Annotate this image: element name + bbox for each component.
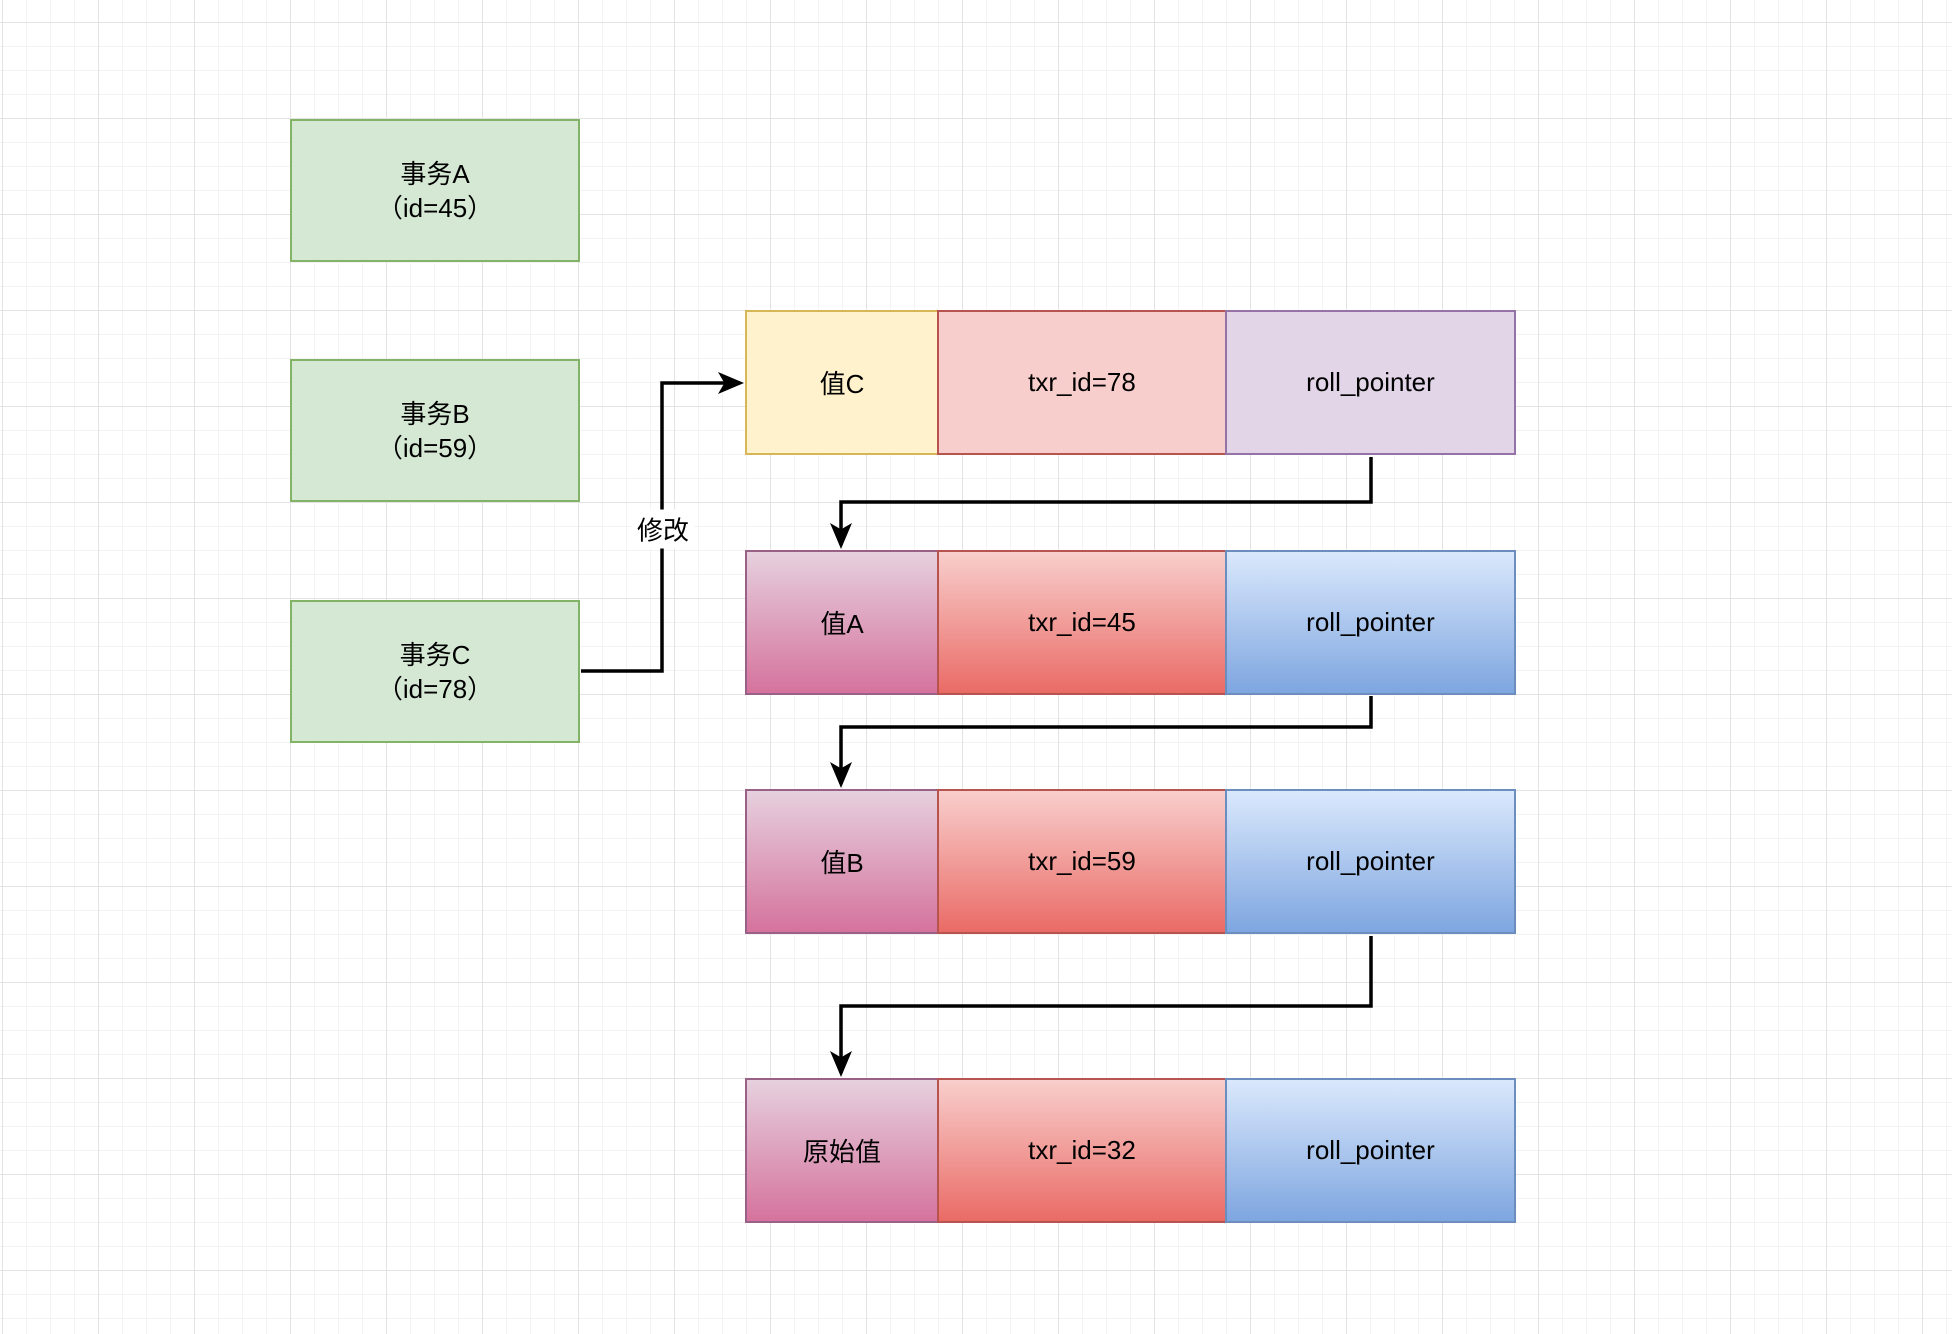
value-cell: 值B [745,789,939,934]
txr-id-cell: txr_id=78 [936,310,1228,455]
roll-pointer-cell: roll_pointer [1225,1078,1516,1223]
transaction-name: 事务C [399,639,471,670]
txr-id-cell: txr_id=32 [936,1078,1228,1223]
transaction-id: （id=78） [376,673,494,704]
transaction-box-c: 事务C （id=78） [290,600,580,743]
roll-pointer-cell: roll_pointer [1225,310,1516,455]
transaction-box-a: 事务A （id=45） [290,119,580,262]
roll-pointer-cell: roll_pointer [1225,550,1516,695]
transaction-name: 事务B [400,398,470,429]
roll-pointer-cell: roll_pointer [1225,789,1516,934]
version-row-3: 值B txr_id=59 roll_pointer [745,789,1516,934]
transaction-id: （id=45） [376,192,494,223]
version-row-2: 值A txr_id=45 roll_pointer [745,550,1516,695]
edge-rollpointer-v3-to-v4 [830,936,1373,1077]
txr-id-cell: txr_id=45 [936,550,1228,695]
edge-rollpointer-v1-to-v2 [830,457,1373,549]
modify-label: 修改 [631,509,695,549]
value-cell: 值A [745,550,939,695]
edge-rollpointer-v2-to-v3 [830,696,1373,788]
transaction-id: （id=59） [376,432,494,463]
version-row-1: 值C txr_id=78 roll_pointer [745,310,1516,455]
transaction-name: 事务A [400,158,470,189]
version-row-4: 原始值 txr_id=32 roll_pointer [745,1078,1516,1223]
value-cell: 原始值 [745,1078,939,1223]
txr-id-cell: txr_id=59 [936,789,1228,934]
transaction-box-b: 事务B （id=59） [290,359,580,502]
value-cell: 值C [745,310,939,455]
